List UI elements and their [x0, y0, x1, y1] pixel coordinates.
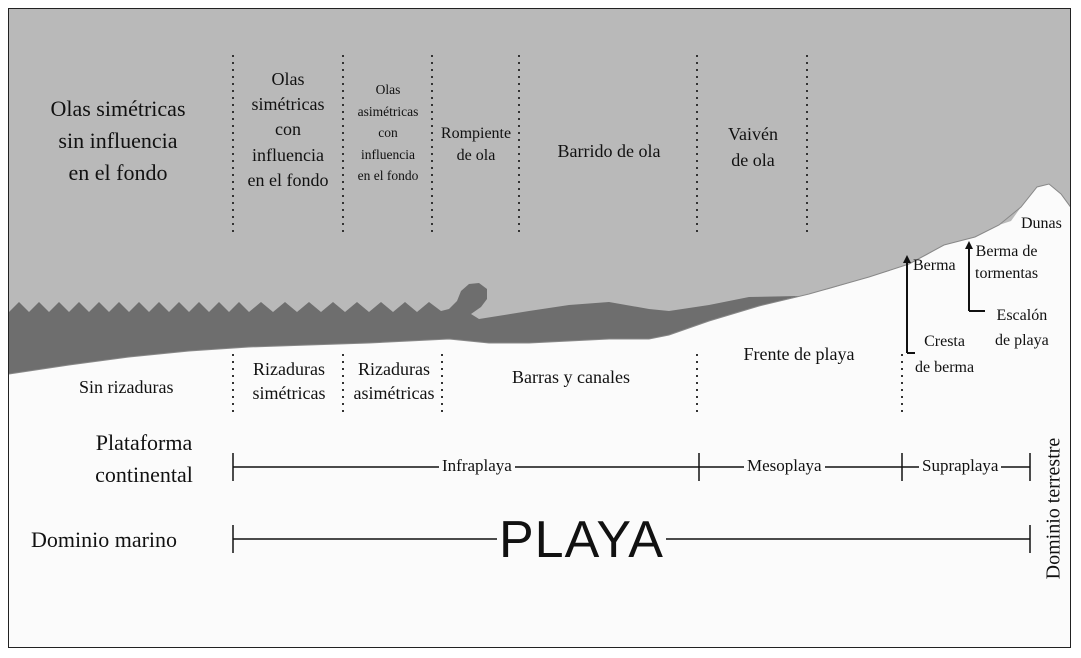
label-cresta: Cresta de berma	[915, 329, 974, 380]
label-line: con	[378, 125, 398, 141]
label-line: influencia	[252, 144, 324, 165]
label-line: de playa	[995, 331, 1049, 349]
label-berma-tormentas: Berma de tormentas	[975, 241, 1038, 284]
label-line: influencia	[361, 146, 415, 162]
label-supraplaya: Supraplaya	[919, 456, 1002, 476]
beach-profile-diagram: Olas simétricas sin influencia en el fon…	[8, 8, 1071, 648]
label-line: en el fondo	[247, 169, 329, 190]
zone-dividers	[232, 55, 903, 414]
label-plataforma: Plataforma continental	[69, 427, 219, 491]
label-line: Olas	[375, 82, 401, 97]
label-playa: PLAYA	[497, 511, 666, 569]
label-line: de ola	[731, 150, 775, 171]
label-line: simétricas	[251, 94, 325, 115]
zone-olas-simetricas-sin: Olas simétricas sin influencia en el fon…	[33, 93, 203, 189]
label-line: de ola	[456, 146, 496, 164]
label-barras: Barras y canales	[512, 367, 630, 387]
label-line: Plataforma	[95, 430, 193, 455]
label-dominio-marino: Dominio marino	[31, 527, 178, 552]
zone-olas-simetricas-con: Olas simétricas con influencia en el fon…	[234, 67, 342, 193]
label-line: sin influencia	[58, 127, 178, 153]
label-line: simétricas	[252, 383, 326, 404]
label-infraplaya: Infraplaya	[439, 456, 515, 476]
label-line: Olas simétricas	[50, 96, 186, 121]
label-line: Escalón	[996, 307, 1048, 324]
label-line: Vaivén	[728, 124, 778, 144]
label-dominio-terrestre: Dominio terrestre	[1042, 437, 1065, 580]
label-line: Olas	[271, 69, 305, 89]
label-line: Rizaduras	[253, 359, 325, 379]
zone-olas-asimetricas: Olas asimétricas con influencia en el fo…	[343, 79, 433, 187]
water-area	[9, 9, 1070, 334]
label-line: de berma	[915, 358, 975, 376]
label-line: asimétricas	[353, 383, 435, 404]
label-dunas: Dunas	[1021, 215, 1062, 232]
arrow-head-tormentas	[965, 241, 973, 249]
label-rizaduras-asimetricas: Rizaduras asimétricas	[345, 357, 443, 406]
label-line: Berma de	[975, 243, 1038, 260]
arrow-head-berma	[903, 255, 911, 263]
label-rizaduras-simetricas: Rizaduras simétricas	[235, 357, 343, 406]
label-frente: Frente de playa	[743, 344, 855, 364]
label-line: continental	[95, 461, 193, 487]
seabed-ripples	[9, 283, 799, 374]
label-sin-rizaduras: Sin rizaduras	[79, 377, 174, 397]
zone-barrido: Barrido de ola	[557, 141, 661, 161]
label-line: tormentas	[975, 264, 1039, 282]
label-mesoplaya: Mesoplaya	[744, 456, 825, 476]
land-profile	[9, 183, 1070, 375]
label-line: Rizaduras	[358, 359, 430, 379]
label-line: con	[275, 119, 301, 140]
zone-vaiven: Vaivén de ola	[701, 121, 805, 173]
label-berma: Berma	[913, 257, 956, 274]
label-line: en el fondo	[357, 168, 419, 184]
zone-rompiente: Rompiente de ola	[431, 123, 521, 166]
profile-graphic	[9, 9, 1070, 553]
label-line: asimétricas	[357, 103, 419, 119]
berma-arrows	[906, 247, 985, 354]
label-escalon: Escalón de playa	[995, 304, 1049, 354]
label-line: Cresta	[924, 333, 965, 350]
label-line: en el fondo	[68, 159, 168, 185]
label-line: Rompiente	[440, 125, 512, 142]
